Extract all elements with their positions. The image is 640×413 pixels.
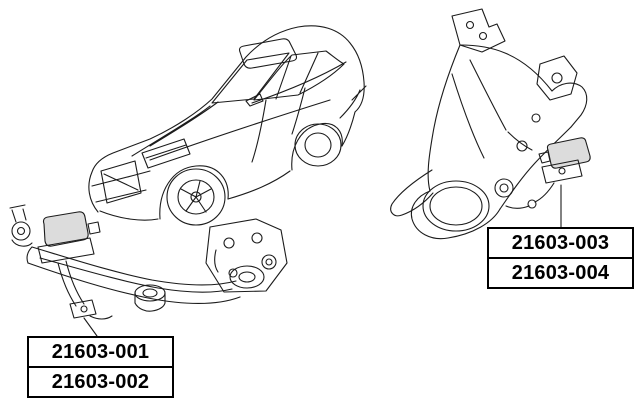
rear-wheel [294, 123, 342, 167]
ball-joint [9, 204, 33, 247]
front-control-arm-drawing [9, 204, 288, 320]
part-label-group-rear: 21603-003 21603-004 [487, 227, 634, 289]
part-number-label: 21603-001 [27, 336, 174, 368]
part-label-group-front: 21603-001 21603-002 [27, 336, 174, 398]
part-number-label: 21603-002 [27, 366, 174, 398]
part-number-label: 21603-004 [487, 257, 634, 289]
front-bushing [134, 284, 166, 312]
front-height-sensor [37, 211, 113, 320]
part-number-label: 21603-003 [487, 227, 634, 259]
subframe-bracket [205, 218, 288, 293]
car-drawing [88, 25, 367, 226]
leader-lines [83, 184, 562, 337]
front-wheel [166, 168, 226, 226]
front-label-leader [83, 317, 98, 337]
rear-height-sensor [505, 137, 591, 209]
rear-subframe-drawing [390, 8, 591, 240]
